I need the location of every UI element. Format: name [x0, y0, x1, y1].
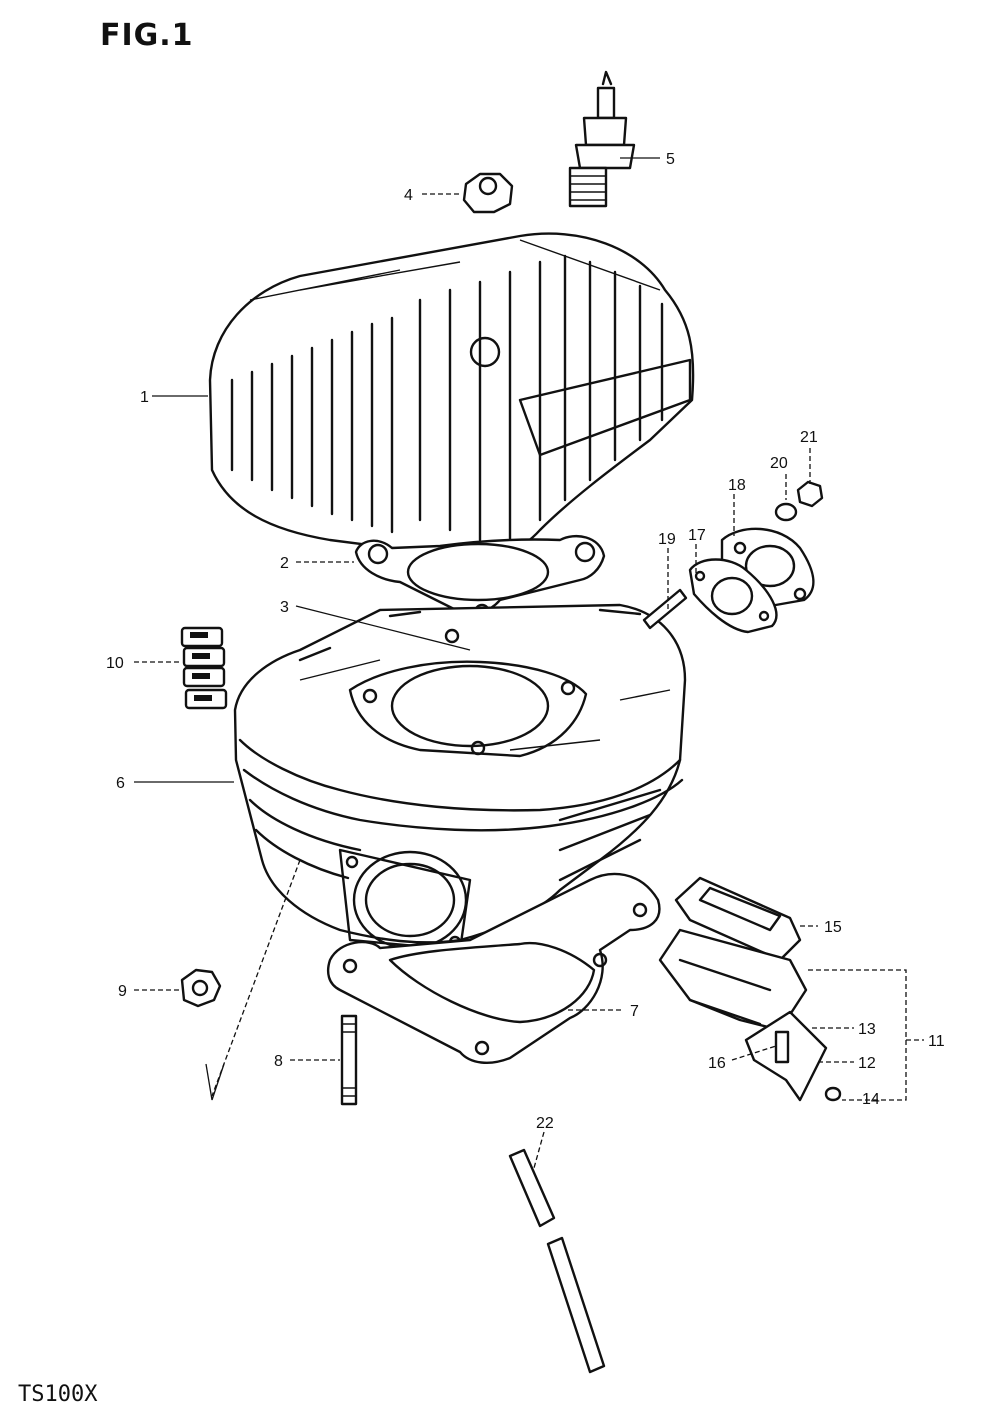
model-code: TS100X	[18, 1382, 98, 1407]
callout-1: 1	[140, 389, 149, 406]
callout-13: 13	[858, 1021, 876, 1038]
callout-7: 7	[630, 1003, 639, 1020]
spark-plug-part[interactable]	[568, 70, 636, 208]
base-stud-part[interactable]	[340, 1014, 358, 1106]
callout-17: 17	[688, 527, 706, 544]
base-gasket-part[interactable]	[326, 872, 661, 1064]
washer-part[interactable]	[774, 502, 798, 522]
callout-5: 5	[666, 151, 675, 168]
cylinder-nut-part[interactable]	[180, 968, 222, 1008]
cylinder-head-part[interactable]	[208, 232, 695, 560]
damper-set-part[interactable]	[180, 626, 228, 710]
intake-nut-part[interactable]	[796, 480, 824, 508]
callout-16: 16	[708, 1055, 726, 1072]
figure-title: FIG.1	[100, 18, 194, 53]
callout-14: 14	[862, 1091, 880, 1108]
callout-8: 8	[274, 1053, 283, 1070]
breather-hose-part[interactable]	[508, 1148, 606, 1374]
reed-valve-part[interactable]	[658, 876, 842, 1102]
intake-gasket-part[interactable]	[688, 558, 778, 634]
intake-stud-part[interactable]	[642, 588, 688, 630]
callout-19: 19	[658, 531, 676, 548]
callout-6: 6	[116, 775, 125, 792]
cylinder-part[interactable]	[233, 603, 687, 952]
callout-2: 2	[280, 555, 289, 572]
callout-22: 22	[536, 1115, 554, 1132]
callout-labels: 1 2 3 4 5 6 7 8 9 10 11 12 13 14 15 16 1…	[106, 151, 945, 1132]
callout-leaders	[134, 157, 924, 1169]
callout-15: 15	[824, 919, 842, 936]
callout-18: 18	[728, 477, 746, 494]
callout-11: 11	[928, 1033, 945, 1050]
callout-3: 3	[280, 599, 289, 616]
callout-12: 12	[858, 1055, 876, 1072]
head-nut-part[interactable]	[462, 172, 514, 214]
callout-20: 20	[770, 455, 788, 472]
callout-9: 9	[118, 983, 127, 1000]
callout-10: 10	[106, 655, 124, 672]
callout-4: 4	[404, 187, 413, 204]
callout-21: 21	[800, 429, 818, 446]
